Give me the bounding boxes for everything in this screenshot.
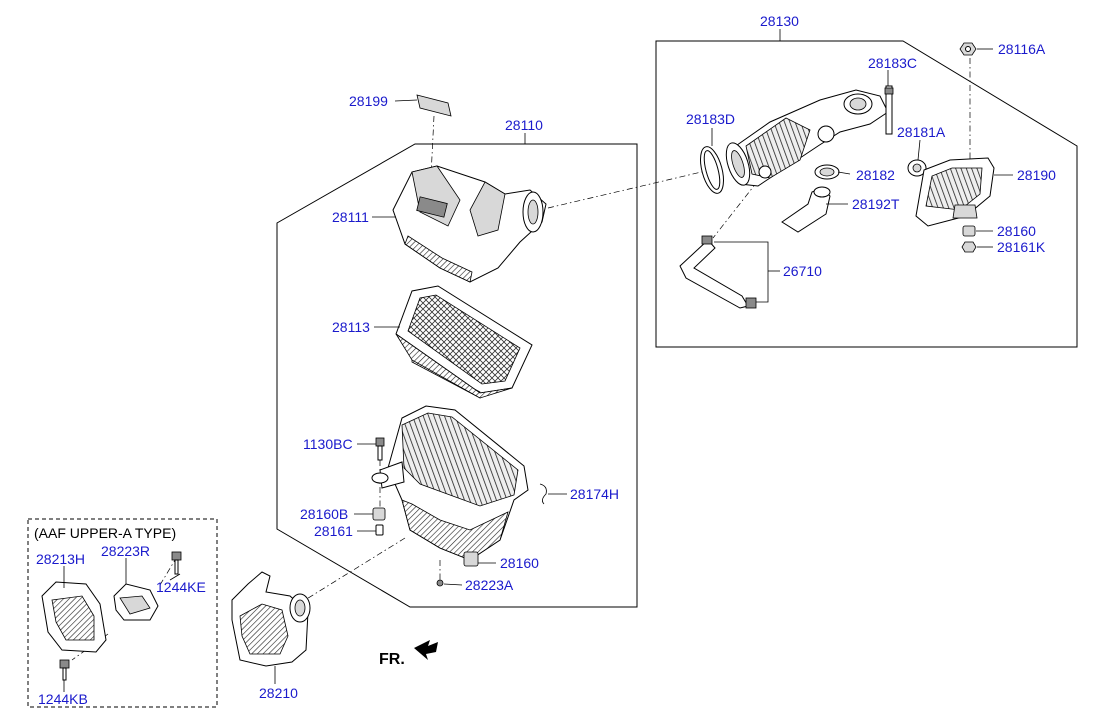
label-28113: 28113 [332, 319, 370, 335]
label-28213H: 28213H [36, 551, 85, 567]
aaf-type-frame [27, 518, 218, 708]
leader-lines [63, 29, 1013, 692]
label-28182: 28182 [856, 167, 895, 183]
intake-hose [725, 89, 889, 187]
spacer-28161 [375, 524, 384, 536]
bolt-1130BC [375, 437, 385, 461]
label-28192T: 28192T [852, 196, 900, 212]
label-28223R: 28223R [101, 543, 150, 559]
label-1130BC: 1130BC [303, 436, 353, 452]
label-28130: 28130 [760, 13, 799, 29]
grommet-28160-top [962, 225, 976, 237]
label-28210: 28210 [259, 685, 298, 701]
nut-28116A [959, 42, 977, 56]
label-28116A: 28116A [998, 41, 1046, 57]
label-28160B: 28160B [300, 506, 348, 522]
air-cleaner-cover-28111 [392, 165, 547, 283]
bolt-1244KE [171, 551, 182, 575]
grommet-28160B [372, 507, 386, 521]
label-plate-28199 [416, 94, 452, 117]
label-28199: 28199 [349, 93, 388, 109]
air-cleaner-body [371, 405, 529, 561]
nut-28161K [961, 241, 977, 253]
aaf-type-title: (AAF UPPER-A TYPE) [34, 525, 176, 541]
air-duct-28210 [231, 571, 311, 667]
duct-assembly-frame [655, 40, 1078, 348]
clip-28174H [539, 483, 547, 505]
label-28110: 28110 [505, 117, 543, 133]
front-direction-icon [414, 640, 438, 660]
screw-28223A [436, 579, 444, 587]
hose-clamp-28183D [700, 146, 724, 194]
front-direction-label: FR. [379, 651, 405, 668]
label-28190: 28190 [1017, 167, 1056, 183]
label-26710: 26710 [783, 263, 822, 279]
bolt-1244KB [59, 659, 70, 681]
hose-28192T [781, 186, 831, 233]
label-28161K: 28161K [997, 239, 1046, 255]
label-28183D: 28183D [686, 111, 735, 127]
label-28181A: 28181A [897, 124, 946, 140]
label-28223A: 28223A [465, 577, 514, 593]
aaf-bracket-28223R [113, 583, 159, 621]
label-1244KE: 1244KE [156, 579, 206, 595]
breather-hose-26710 [679, 235, 757, 309]
label-28160-bottom: 28160 [500, 555, 539, 571]
clamp-28181A [907, 159, 927, 177]
resonator-28190 [915, 157, 995, 227]
air-filter-28113 [395, 285, 533, 399]
grommet-28160-bottom [463, 551, 479, 567]
label-28111: 28111 [332, 209, 369, 225]
clamp-28183C [884, 85, 894, 135]
label-28160-top: 28160 [997, 223, 1036, 239]
label-28183C: 28183C [868, 55, 917, 71]
label-1244KB: 1244KB [38, 691, 88, 707]
main-assembly-frame [276, 143, 638, 608]
label-28161: 28161 [314, 523, 353, 539]
aaf-housing-28213H [41, 581, 107, 653]
clamp-28182 [814, 164, 840, 180]
label-28174H: 28174H [570, 486, 619, 502]
